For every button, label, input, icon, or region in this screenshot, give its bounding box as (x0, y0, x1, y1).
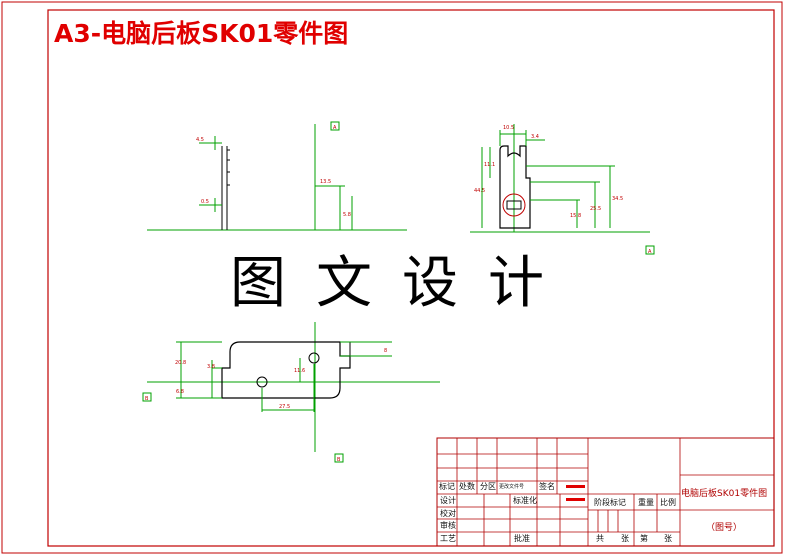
top-dim-2: 3.8 (207, 364, 215, 370)
tb-count: 处数 (459, 482, 475, 491)
tb-check: 校对 (440, 509, 456, 518)
top-dim-5: 8 (384, 348, 387, 354)
tb-total: 共 (596, 534, 604, 543)
side-dim-1: 10.5 (503, 125, 514, 131)
tb-zone: 分区 (480, 482, 496, 491)
front-view (147, 121, 407, 231)
side-dim-2: 3.4 (531, 134, 539, 140)
marker-a2: A (648, 249, 652, 255)
top-dim-6: 27.5 (279, 404, 290, 410)
marker-a1: A (333, 125, 337, 131)
tb-part-name: 电脑后板SK01零件图 (681, 489, 768, 499)
tb-review: 审核 (440, 521, 456, 530)
tb-stage-mark: 阶段标记 (594, 498, 626, 507)
title-block-grid (436, 437, 775, 547)
tb-standardize: 标准化 (513, 496, 537, 505)
tb-process: 工艺 (440, 534, 456, 543)
inner-border (47, 9, 775, 547)
top-dim-4: 11.6 (294, 368, 305, 374)
side-dim-5: 34.5 (612, 196, 623, 202)
side-dim-7: 15.8 (570, 213, 581, 219)
tb-approve: 批准 (514, 534, 530, 543)
front-dim-4: 5.8 (343, 212, 351, 218)
tb-change-doc: 更改文件号 (499, 484, 525, 490)
side-dim-3: 11.1 (484, 162, 495, 168)
side-dim-6: 25.5 (590, 206, 601, 212)
tb-sheets2: 张 (664, 534, 672, 543)
front-dim-1: 4.5 (196, 137, 204, 143)
side-view (470, 124, 655, 255)
tb-weight: 重量 (638, 498, 654, 507)
top-view (142, 322, 440, 463)
marker-b2: B (337, 457, 341, 463)
front-dim-3: 13.5 (320, 179, 331, 185)
tb-page: 第 (640, 534, 648, 543)
side-dim-4: 44.5 (474, 188, 485, 194)
tb-mark: 标记 (439, 482, 455, 491)
tb-design: 设计 (440, 496, 456, 505)
top-dim-3: 6.8 (176, 389, 184, 395)
tb-scale: 比例 (660, 498, 676, 507)
marker-b1: B (145, 396, 149, 402)
dimension-labels: 4.5 0.5 13.5 5.8 10.5 3.4 11.1 44.5 34.5… (145, 125, 652, 463)
watermark: 图文设计 (230, 251, 574, 316)
tb-sign: 签名 (539, 482, 555, 491)
front-dim-2: 0.5 (201, 199, 209, 205)
tb-drawing-number: （图号） (706, 523, 743, 533)
tb-sheets: 张 (621, 534, 629, 543)
top-dim-1: 20.8 (175, 360, 186, 366)
sheet-title: A3-电脑后板SK01零件图 (54, 19, 349, 48)
